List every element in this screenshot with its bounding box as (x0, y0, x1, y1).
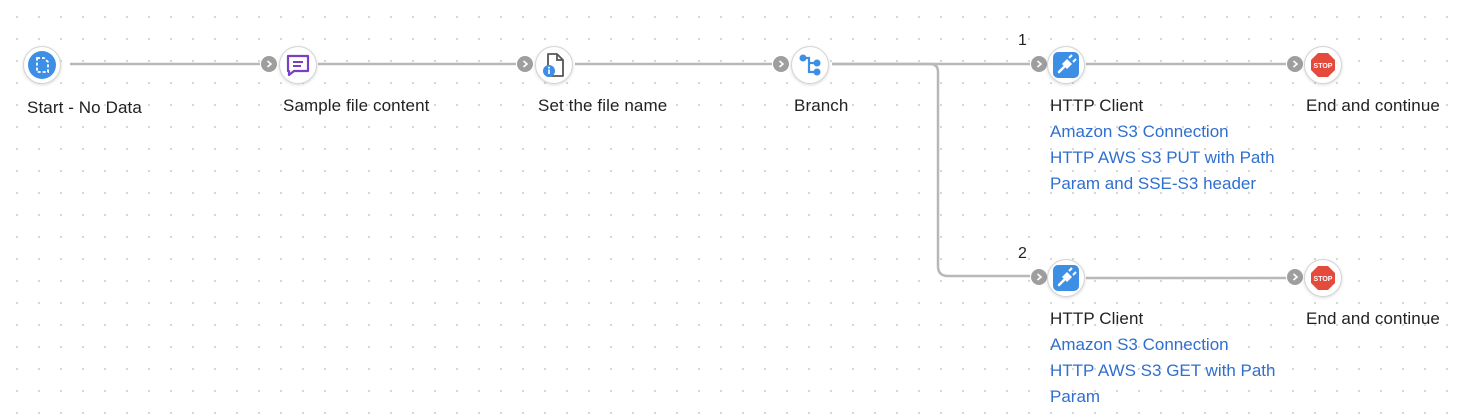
plug-icon (1053, 52, 1079, 78)
http-client-2-operation-link-line2[interactable]: Param (1050, 387, 1101, 406)
end-node-1-label: End and continue (1306, 96, 1440, 115)
branch-number-2: 2 (1018, 245, 1027, 262)
end-node-2[interactable]: STOP (1304, 259, 1342, 297)
branch-icon (799, 54, 821, 76)
stop-icon: STOP (1311, 53, 1335, 77)
end-node-1[interactable]: STOP (1304, 46, 1342, 84)
start-node-label: Start - No Data (27, 98, 142, 117)
http-client-1-operation-link-line2[interactable]: Param and SSE-S3 header (1050, 174, 1257, 193)
input-port[interactable] (1287, 269, 1303, 285)
sample-node[interactable] (279, 46, 317, 84)
branch-node-label: Branch (794, 96, 849, 115)
plug-icon (1053, 265, 1079, 291)
http-client-1-operation-link-line1[interactable]: HTTP AWS S3 PUT with Path (1050, 148, 1275, 167)
input-port[interactable] (1287, 56, 1303, 72)
end-node-2-label: End and continue (1306, 309, 1440, 328)
message-icon (286, 54, 310, 77)
input-port[interactable] (1031, 269, 1047, 285)
svg-text:STOP: STOP (1314, 276, 1333, 283)
setname-node-label: Set the file name (538, 96, 668, 115)
stop-icon: STOP (1311, 266, 1335, 290)
http-client-1-label: HTTP Client (1050, 96, 1144, 115)
sample-node-label: Sample file content (283, 96, 430, 115)
branch-node[interactable] (791, 46, 829, 84)
setname-node[interactable] (535, 46, 573, 84)
http-client-2-connection-link[interactable]: Amazon S3 Connection (1050, 335, 1229, 354)
input-port[interactable] (773, 56, 789, 72)
http-client-2-operation-link-line1[interactable]: HTTP AWS S3 GET with Path (1050, 361, 1276, 380)
file-info-icon (543, 53, 564, 77)
http-client-1-connection-link[interactable]: Amazon S3 Connection (1050, 122, 1229, 141)
file-dashed-icon (28, 51, 56, 79)
start-node[interactable] (23, 46, 61, 84)
http-client-node-2[interactable] (1047, 259, 1085, 297)
http-client-2-label: HTTP Client (1050, 309, 1144, 328)
input-port[interactable] (261, 56, 277, 72)
http-client-node-1[interactable] (1047, 46, 1085, 84)
input-port[interactable] (517, 56, 533, 72)
connector-branch-http2 (832, 62, 1030, 278)
svg-text:STOP: STOP (1314, 63, 1333, 70)
input-port[interactable] (1031, 56, 1047, 72)
branch-number-1: 1 (1018, 32, 1027, 49)
